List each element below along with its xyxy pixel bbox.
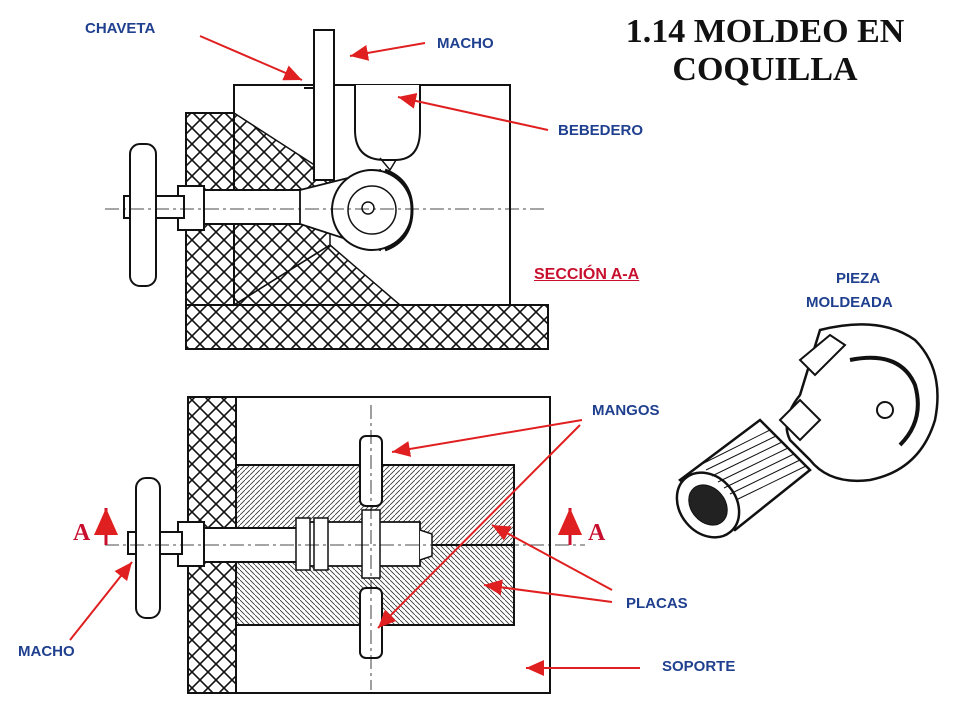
- label-seccion: SECCIÓN A-A: [534, 266, 640, 283]
- vertical-core: [313, 29, 335, 181]
- upper-mango: [359, 435, 383, 507]
- title-line-1: 1.14 MOLDEO EN: [625, 13, 905, 50]
- label-macho-top: MACHO: [437, 35, 494, 52]
- label-placas: PLACAS: [626, 595, 688, 612]
- label-moldeada: MOLDEADA: [806, 294, 893, 311]
- label-mangos: MANGOS: [592, 402, 660, 419]
- pointer-arrows: [69, 35, 640, 676]
- label-chaveta: CHAVETA: [85, 20, 156, 37]
- title-line-2: COQUILLA: [672, 51, 858, 88]
- section-mark-right: A: [588, 520, 606, 546]
- bottom-plan-view: [94, 396, 585, 694]
- base-plate: [185, 304, 549, 350]
- top-handle: [129, 143, 157, 287]
- molded-part: [675, 323, 939, 539]
- label-soporte: SOPORTE: [662, 658, 736, 675]
- top-section-view: [105, 29, 549, 350]
- section-mark-left: A: [73, 520, 91, 546]
- label-pieza: PIEZA: [836, 270, 881, 287]
- label-bebedero: BEBEDERO: [558, 122, 644, 139]
- bottom-handle: [135, 477, 161, 619]
- label-macho-bottom: MACHO: [18, 643, 75, 660]
- bebedero-shape: [354, 85, 421, 161]
